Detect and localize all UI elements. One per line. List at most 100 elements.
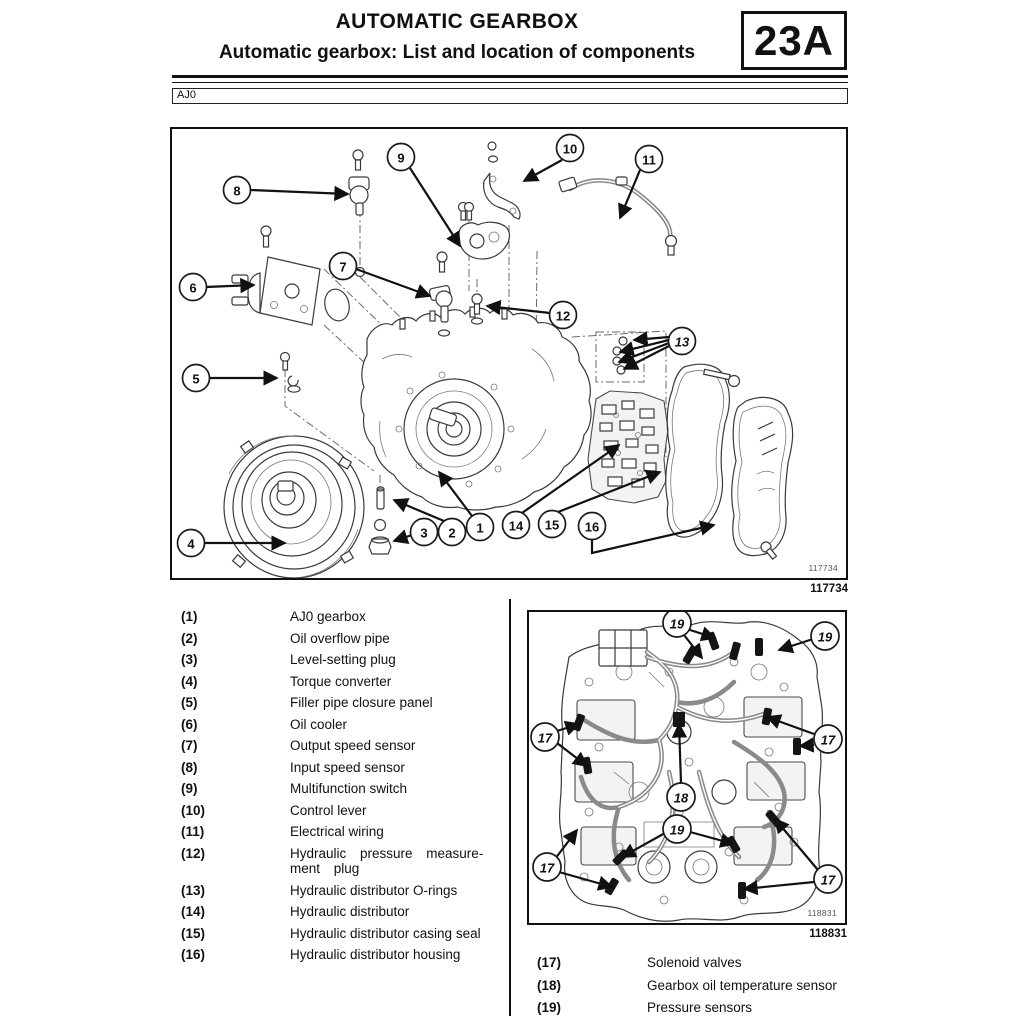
- callout-13: 13: [667, 326, 697, 356]
- list-item: (11) Electrical wiring: [181, 824, 489, 840]
- svg-text:17: 17: [821, 733, 836, 748]
- top-bolt: [463, 201, 475, 221]
- svg-text:17: 17: [538, 731, 553, 746]
- item-number: (12): [181, 845, 206, 861]
- svg-text:6: 6: [189, 281, 196, 296]
- output-speed-sensor: [428, 251, 453, 337]
- exploded-gearbox-diagram: 8 9 10 11 6 7 12 5 13 4: [176, 133, 794, 578]
- item-label: Hydraulic distributor O-rings: [290, 882, 458, 898]
- list-item: (3) Level-setting plug: [181, 652, 489, 668]
- callout-16: 16: [577, 511, 607, 541]
- item-label: Filler pipe closure panel: [290, 695, 433, 710]
- svg-text:9: 9: [397, 151, 404, 166]
- item-label: Gearbox oil temperature sensor: [647, 977, 837, 993]
- item-number: (14): [181, 904, 206, 919]
- svg-text:19: 19: [818, 630, 833, 645]
- list-item: (7) Output speed sensor: [181, 738, 489, 754]
- item-label: Torque converter: [290, 673, 392, 689]
- filler-pipe-closure-panel: [279, 351, 301, 393]
- svg-text:15: 15: [545, 518, 559, 533]
- list-item: (1) AJ0 gearbox: [181, 609, 489, 625]
- callout-arrows-2: [554, 626, 819, 896]
- column-divider: [509, 599, 511, 1016]
- callout-2: 2: [437, 517, 467, 547]
- item-label: Hydraulic pressure measure- ment plug: [290, 845, 484, 877]
- long-bolt: [702, 368, 741, 388]
- list-item: (8) Input speed sensor: [181, 760, 489, 776]
- variant-code-box: AJ0: [172, 88, 848, 104]
- callout-18: 18: [666, 782, 696, 812]
- section-code: 23A: [753, 16, 835, 64]
- callout-15: 15: [537, 509, 567, 539]
- list-item: (12) Hydraulic pressure measure- ment pl…: [181, 846, 489, 877]
- list-item: (19) Pressure sensors: [537, 1000, 847, 1016]
- callout-arrows: [204, 159, 716, 555]
- svg-text:4: 4: [187, 537, 195, 552]
- callout-11: 11: [634, 144, 664, 174]
- callout-17-left: 17: [530, 722, 560, 752]
- callout-19-middle: 19: [662, 814, 692, 844]
- item-number: (10): [181, 802, 206, 818]
- figure2-ref: 118831: [807, 908, 837, 918]
- item-number: (8): [181, 759, 198, 775]
- item-label: Output speed sensor: [290, 738, 416, 753]
- figure2-ref-below: 118831: [809, 928, 847, 940]
- figure-hydraulic-distributor: 19 19 17 17 18 19 17 17 118831: [527, 610, 847, 925]
- list-item: (6) Oil cooler: [181, 717, 489, 733]
- svg-text:5: 5: [192, 372, 199, 387]
- item-number: (7): [181, 738, 198, 753]
- harness-connector: [598, 629, 648, 667]
- list-item: (4) Torque converter: [181, 674, 489, 690]
- svg-text:7: 7: [339, 260, 346, 275]
- electrical-wiring: [558, 176, 678, 256]
- distributor-diagram: 19 19 17 17 18 19 17 17: [530, 612, 843, 922]
- item-number: (9): [181, 781, 198, 796]
- svg-text:19: 19: [670, 617, 685, 632]
- item-label: Hydraulic distributor casing seal: [290, 925, 481, 941]
- callout-7: 7: [328, 251, 358, 281]
- gearbox-housing: [360, 306, 592, 511]
- svg-text:2: 2: [448, 526, 455, 541]
- item-label: Level-setting plug: [290, 652, 396, 667]
- svg-text:17: 17: [540, 861, 555, 876]
- item-label: Control lever: [290, 802, 367, 818]
- svg-text:17: 17: [821, 873, 836, 888]
- parts-list-distributor: (17) Solenoid valves (18) Gearbox oil te…: [537, 955, 847, 1023]
- item-number: (2): [181, 630, 198, 646]
- figure1-ref: 117734: [808, 563, 838, 573]
- item-label: Hydraulic distributor housing: [290, 947, 461, 962]
- header-rule: [172, 75, 848, 83]
- control-lever: [483, 141, 521, 220]
- item-label: Solenoid valves: [647, 955, 742, 970]
- item-number: (15): [181, 925, 206, 941]
- callout-8: 8: [222, 175, 252, 205]
- svg-text:18: 18: [674, 791, 689, 806]
- item-label: Electrical wiring: [290, 824, 384, 839]
- item-label: Multifunction switch: [290, 781, 408, 796]
- oil-cooler: [231, 225, 350, 326]
- section-code-box: 23A: [741, 11, 847, 70]
- distributor-casing-seal: [665, 363, 730, 538]
- callout-5: 5: [181, 363, 211, 393]
- callout-1: 1: [465, 512, 495, 542]
- item-label: Oil cooler: [290, 716, 348, 732]
- list-item: (18) Gearbox oil temperature sensor: [537, 978, 847, 994]
- item-number: (6): [181, 716, 198, 732]
- item-number: (11): [181, 824, 205, 839]
- list-item: (14) Hydraulic distributor: [181, 904, 489, 920]
- callout-9: 9: [386, 142, 416, 172]
- svg-text:10: 10: [563, 142, 577, 157]
- svg-text:12: 12: [556, 309, 570, 324]
- pan-bolt: [760, 541, 778, 560]
- item-number: (17): [537, 955, 562, 970]
- list-item: (16) Hydraulic distributor housing: [181, 947, 489, 963]
- parts-list: (1) AJ0 gearbox (2) Oil overflow pipe (3…: [181, 609, 489, 969]
- callout-14: 14: [501, 510, 531, 540]
- svg-text:1: 1: [476, 521, 483, 536]
- item-number: (18): [537, 977, 562, 993]
- figure1-ref-below: 117734: [810, 583, 848, 595]
- item-number: (1): [181, 609, 198, 624]
- oil-cooler-bolt: [260, 225, 272, 248]
- item-number: (4): [181, 673, 198, 689]
- svg-text:11: 11: [642, 153, 656, 168]
